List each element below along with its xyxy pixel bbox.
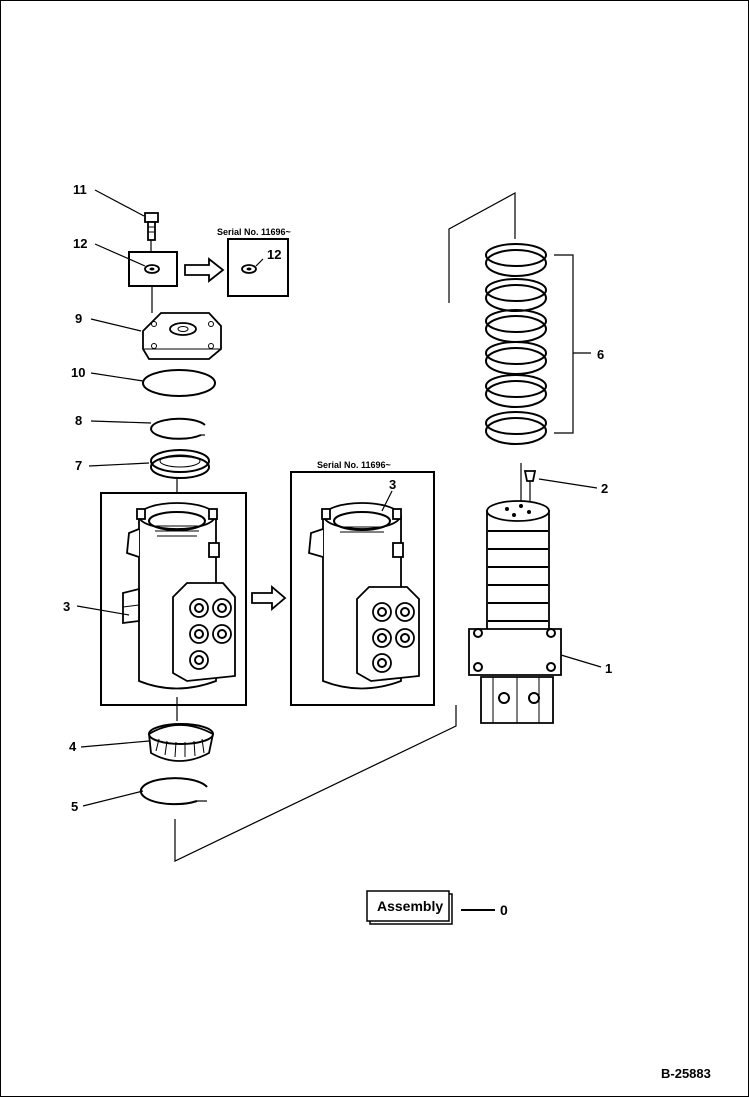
assembly-label: Assembly 0 bbox=[366, 890, 508, 925]
callout-1: 1 bbox=[605, 661, 612, 676]
swivel-body-3 bbox=[122, 502, 236, 690]
alt-body-box-3 bbox=[290, 471, 435, 706]
arrow-to-alt-washer bbox=[184, 257, 225, 283]
callout-5: 5 bbox=[71, 799, 78, 814]
figure-number: B-25883 bbox=[661, 1066, 711, 1081]
callout-9: 9 bbox=[75, 311, 82, 326]
arrow-to-alt-body bbox=[251, 585, 287, 611]
alt-swivel-body-3 bbox=[308, 502, 420, 690]
alt-washer-box-12 bbox=[227, 238, 289, 297]
snap-ring-5 bbox=[139, 777, 208, 806]
seal-ring-7 bbox=[150, 449, 210, 479]
serial-note-upper: Serial No. 11696~ bbox=[217, 227, 291, 237]
seal-stack-6 bbox=[485, 243, 547, 445]
assembly-text: Assembly bbox=[377, 898, 443, 914]
callout-6: 6 bbox=[597, 347, 604, 362]
callout-8: 8 bbox=[75, 413, 82, 428]
cover-9 bbox=[142, 312, 222, 360]
assembly-bracket-bottom bbox=[174, 705, 457, 862]
bearing-4 bbox=[148, 723, 215, 762]
bolt-11 bbox=[144, 212, 159, 241]
callout-11: 11 bbox=[73, 182, 87, 197]
serial-note-middle: Serial No. 11696~ bbox=[317, 460, 391, 470]
callout-12-alt: 12 bbox=[267, 247, 281, 262]
plug-2 bbox=[523, 470, 537, 501]
body-box-3 bbox=[100, 492, 247, 706]
callout-10: 10 bbox=[71, 365, 85, 380]
callout-4: 4 bbox=[69, 739, 77, 754]
callout-3: 3 bbox=[63, 599, 70, 614]
callout-12: 12 bbox=[73, 236, 87, 251]
washer-box-12 bbox=[128, 251, 178, 287]
callout-7: 7 bbox=[75, 458, 82, 473]
callout-3-alt: 3 bbox=[389, 477, 396, 492]
rotor-1 bbox=[468, 500, 562, 724]
o-ring-10 bbox=[142, 369, 216, 397]
leader-lines bbox=[76, 189, 602, 807]
snap-ring-8 bbox=[150, 417, 206, 440]
assembly-number: 0 bbox=[500, 902, 508, 918]
seal-stack-bracket bbox=[554, 254, 574, 434]
callout-2: 2 bbox=[601, 481, 608, 496]
assembly-bracket-top bbox=[448, 191, 516, 303]
